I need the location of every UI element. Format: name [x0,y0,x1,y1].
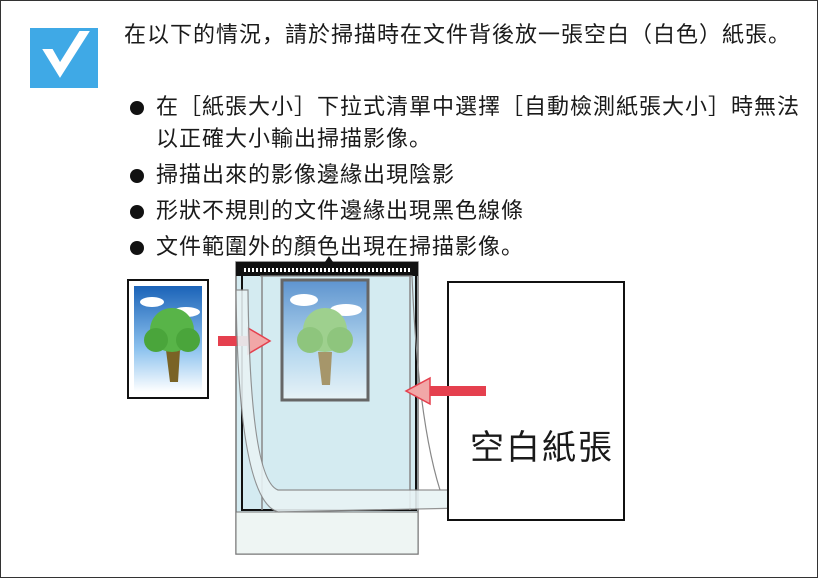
carrier-sheet-curl [235,289,465,513]
blank-paper [447,281,625,521]
note-intro: 在以下的情況，請於掃描時在文件背後放一張空白（白色）紙張。 [124,23,792,48]
source-picture [127,279,209,399]
list-item: 形狀不規則的文件邊緣出現黑色線條 [130,196,810,228]
blank-paper-label: 空白紙張 [470,428,614,468]
blank-paper-arrow [404,376,486,406]
list-item: 掃描出來的影像邊緣出現陰影 [130,160,810,192]
bullet-icon [130,169,144,183]
bullet-icon [130,101,144,115]
bullet-icon [130,205,144,219]
condition-list: 在［紙張大小］下拉式清單中選擇［自動檢測紙張大小］時無法以正確大小輸出掃描影像。… [130,92,810,268]
list-item: 文件範圍外的顏色出現在掃描影像。 [130,232,810,264]
list-item: 在［紙張大小］下拉式清單中選擇［自動檢測紙張大小］時無法以正確大小輸出掃描影像。 [130,92,810,156]
carrier-header-bar [236,256,418,276]
check-icon [30,28,98,88]
inserted-picture [280,278,370,402]
bullet-icon [130,241,144,255]
